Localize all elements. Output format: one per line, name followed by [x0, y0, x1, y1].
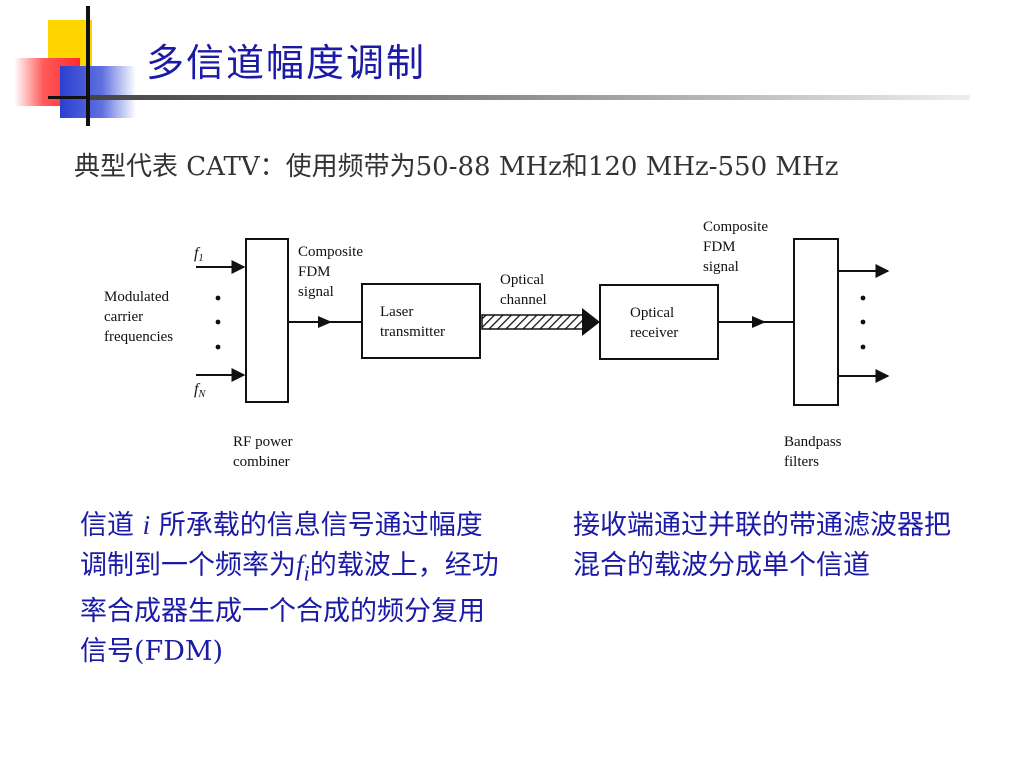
slide-subtitle: 典型代表 CATV：使用频带为50-88 MHz和120 MHz-550 MHz — [74, 152, 839, 182]
optical-channel-fiber — [481, 314, 585, 330]
input-dot-3 — [215, 344, 221, 350]
receiver-to-filters-arrowhead — [752, 316, 766, 328]
optical-receiver-label: Optical receiver — [630, 305, 678, 341]
output-dot-3 — [860, 344, 866, 350]
output-dot-1 — [860, 295, 866, 301]
channel-index-i: i — [142, 510, 151, 540]
title-underline — [90, 95, 970, 100]
caption-left-text-2: 所承载的信息信号通过幅度调制到一个频率为 — [80, 510, 483, 581]
laser-transmitter-box — [361, 283, 481, 359]
optical-receiver-box — [599, 284, 719, 360]
bandpass-filters-label: Bandpass filters — [784, 434, 845, 470]
fdm-block-diagram: f1 fN Modulated carrier frequencies RF p… — [104, 219, 890, 470]
slide-title: 多信道幅度调制 — [146, 41, 427, 85]
decor-blue-square — [60, 66, 136, 118]
input-dot-1 — [215, 295, 221, 301]
composite-fdm-label-left: Composite FDM signal — [298, 244, 367, 300]
decor-vertical-line — [86, 6, 90, 126]
input-dot-2 — [215, 319, 221, 325]
caption-left-text-3: 的载波上，经功率合成器生成一个合成的频分复用信号(FDM) — [80, 549, 499, 667]
input-label-f1: f1 — [194, 245, 203, 264]
bandpass-filters-box — [793, 238, 839, 406]
caption-left: 信道 i 所承载的信息信号通过幅度调制到一个频率为fi的载波上，经功率合成器生成… — [80, 506, 500, 671]
optical-channel-label: Optical channel — [500, 272, 548, 308]
rf-combiner-box — [245, 238, 289, 403]
carrier-frequency-fi: fi — [296, 549, 310, 585]
rf-combiner-label: RF power combiner — [233, 434, 296, 470]
combiner-to-laser-arrowhead — [318, 316, 332, 328]
modulated-carrier-label: Modulated carrier frequencies — [104, 289, 173, 345]
input-label-fn: fN — [194, 381, 206, 400]
optical-channel-arrowhead — [582, 308, 600, 336]
output-dot-2 — [860, 319, 866, 325]
caption-right: 接收端通过并联的带通滤波器把混合的载波分成单个信道 — [573, 510, 951, 581]
caption-left-text-1: 信道 — [80, 510, 143, 541]
composite-fdm-label-right: Composite FDM signal — [703, 219, 772, 275]
laser-transmitter-label: Laser transmitter — [380, 304, 445, 340]
